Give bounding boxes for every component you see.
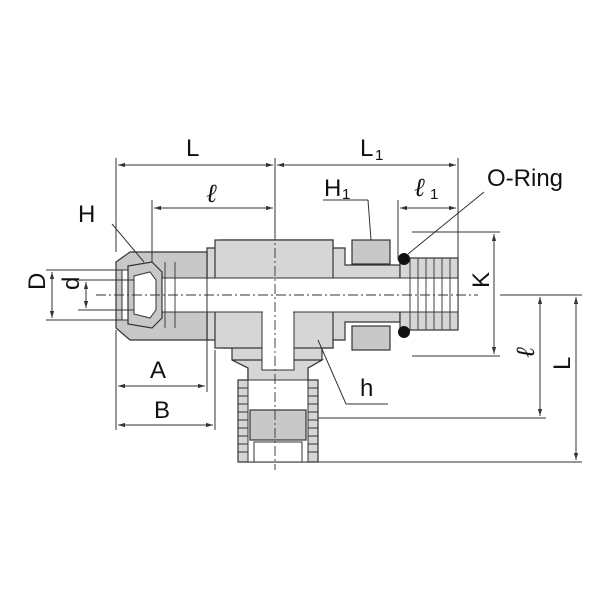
label-L-top: L xyxy=(186,135,199,162)
left-nut xyxy=(115,251,208,341)
centerlines xyxy=(96,230,478,470)
label-o-ring: O-Ring xyxy=(487,165,563,192)
right-threads xyxy=(409,258,451,330)
fitting-body xyxy=(206,239,459,463)
o-ring xyxy=(398,253,410,338)
label-D: D xyxy=(24,273,51,290)
label-H1-sub: 1 xyxy=(342,186,350,203)
label-ell1: ℓ xyxy=(414,173,425,203)
dimension-lines xyxy=(46,158,582,463)
label-H1: H xyxy=(324,175,341,202)
branch-insert xyxy=(247,379,309,463)
label-ell-left: ℓ xyxy=(206,179,217,209)
label-H: H xyxy=(78,201,95,228)
branch-threads xyxy=(238,387,318,453)
label-L1: L xyxy=(360,135,373,162)
label-d: d xyxy=(58,277,85,290)
right-nut-h1 xyxy=(351,239,391,351)
label-B: B xyxy=(154,397,170,424)
label-h: h xyxy=(360,375,373,402)
label-L-right: L xyxy=(549,357,576,370)
label-L1-sub: 1 xyxy=(375,147,383,164)
label-ell-right: ℓ xyxy=(511,347,541,358)
label-K: K xyxy=(468,272,495,288)
label-ell1-sub: 1 xyxy=(430,186,438,203)
label-A: A xyxy=(150,357,166,384)
